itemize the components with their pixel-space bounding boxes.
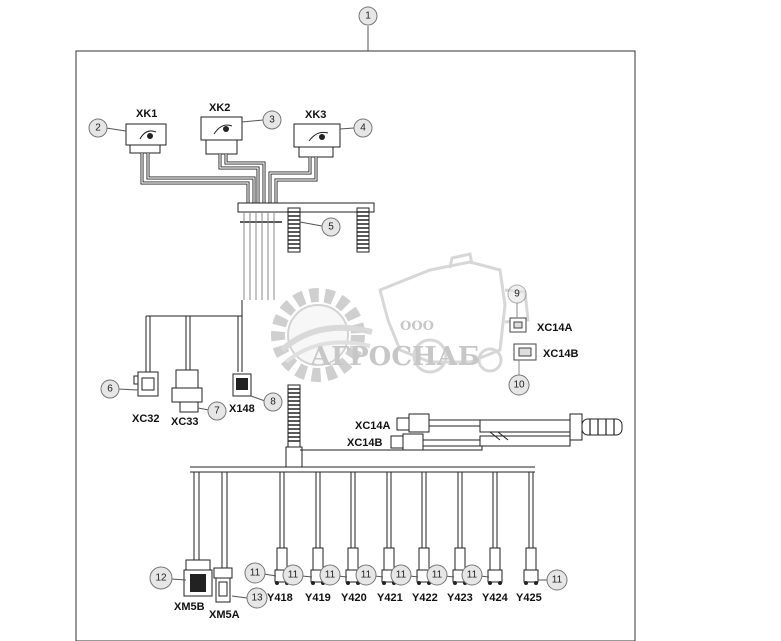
valve-drop-y425 <box>523 472 539 585</box>
callout-11: 11 <box>282 564 313 586</box>
xc33-label: XC33 <box>171 416 199 428</box>
svg-text:10: 10 <box>513 380 525 391</box>
svg-text:4: 4 <box>360 123 366 134</box>
connector-xk1 <box>125 123 167 154</box>
xm5b-label: XM5B <box>174 601 205 613</box>
callout-3: 3 <box>241 110 282 130</box>
callout-9: 9 <box>507 284 527 318</box>
xc14a-label-harness: XC14A <box>355 420 391 432</box>
svg-text:11: 11 <box>325 570 336 581</box>
callout-8: 8 <box>250 392 283 412</box>
xm5a-label: XM5A <box>209 609 240 621</box>
connector-xk2 <box>200 116 243 155</box>
svg-text:3: 3 <box>269 115 275 126</box>
connector-xk3 <box>293 123 341 158</box>
xc32-label: XC32 <box>132 413 160 425</box>
svg-text:2: 2 <box>95 123 101 134</box>
y420-label: Y420 <box>341 592 367 604</box>
connector-xc14a-loose <box>509 317 527 333</box>
x148-label: X148 <box>229 403 255 415</box>
callout-11: 11 <box>426 564 455 586</box>
sensor-subharness-wires <box>145 300 243 372</box>
callout-10: 10 <box>508 360 530 396</box>
callout-5: 5 <box>299 217 341 237</box>
connector-xm5a <box>213 567 233 603</box>
callout-11: 11 <box>390 564 419 586</box>
callout-11: 11 <box>355 564 384 586</box>
assembly-frame <box>75 50 636 641</box>
svg-text:11: 11 <box>361 570 372 581</box>
watermark-brand: АГРОСНАБ <box>310 342 480 372</box>
xc14b-label-top: XC14B <box>543 348 579 360</box>
spring-grommet <box>287 207 301 253</box>
y423-label: Y423 <box>447 592 473 604</box>
y421-label: Y421 <box>377 592 403 604</box>
callout-1: 1 <box>358 6 378 26</box>
y418-label: Y418 <box>267 592 293 604</box>
svg-text:13: 13 <box>251 593 263 604</box>
svg-text:12: 12 <box>155 573 167 584</box>
callout-7: 7 <box>197 401 227 421</box>
valve-drop-y420 <box>345 472 361 585</box>
watermark-company: ООО <box>400 319 434 334</box>
svg-text:11: 11 <box>288 570 299 581</box>
xc14-branch <box>300 413 623 451</box>
connector-x148 <box>232 373 252 397</box>
svg-text:11: 11 <box>467 570 478 581</box>
svg-text:11: 11 <box>552 575 563 586</box>
gear-icon <box>271 288 373 382</box>
callout-12: 12 <box>149 566 187 590</box>
callout-11: 11 <box>244 562 277 584</box>
trunk-spring-grommet <box>285 384 303 468</box>
svg-text:6: 6 <box>107 384 113 395</box>
callout-11: 11 <box>461 564 490 586</box>
callout-6: 6 <box>100 379 139 399</box>
svg-text:9: 9 <box>514 289 520 300</box>
valve-drop-y424 <box>487 472 503 585</box>
svg-text:11: 11 <box>432 570 443 581</box>
svg-text:8: 8 <box>270 397 276 408</box>
callout-11: 11 <box>319 564 348 586</box>
connector-xm5b <box>183 559 213 597</box>
xc14a-label-top: XC14A <box>537 322 573 334</box>
xk2-label: XK2 <box>209 102 230 114</box>
harness-junction <box>237 202 375 300</box>
svg-text:1: 1 <box>365 11 371 22</box>
switch-wires <box>140 153 318 205</box>
svg-text:11: 11 <box>250 568 261 579</box>
callout-4: 4 <box>339 118 373 138</box>
connector-xc33 <box>171 369 203 413</box>
xk3-label: XK3 <box>305 109 326 121</box>
svg-text:5: 5 <box>328 222 334 233</box>
callout-2: 2 <box>88 118 127 138</box>
xc14b-label-harness: XC14B <box>347 437 383 449</box>
connector-xc14b-loose <box>513 343 537 361</box>
y419-label: Y419 <box>305 592 331 604</box>
watermark-logo: ООО АГРОСНАБ <box>271 252 530 382</box>
svg-text:7: 7 <box>214 406 220 417</box>
y424-label: Y424 <box>482 592 509 604</box>
connector-xc32 <box>133 371 159 397</box>
xk1-label: XK1 <box>136 108 157 120</box>
y422-label: Y422 <box>412 592 438 604</box>
valve-drop-y422 <box>416 472 432 585</box>
valve-distribution-bus <box>190 466 535 568</box>
spring-grommet <box>356 207 370 253</box>
svg-text:11: 11 <box>396 570 407 581</box>
callout-11: 11 <box>538 569 568 591</box>
y425-label: Y425 <box>516 592 542 604</box>
callout-13: 13 <box>231 587 268 609</box>
